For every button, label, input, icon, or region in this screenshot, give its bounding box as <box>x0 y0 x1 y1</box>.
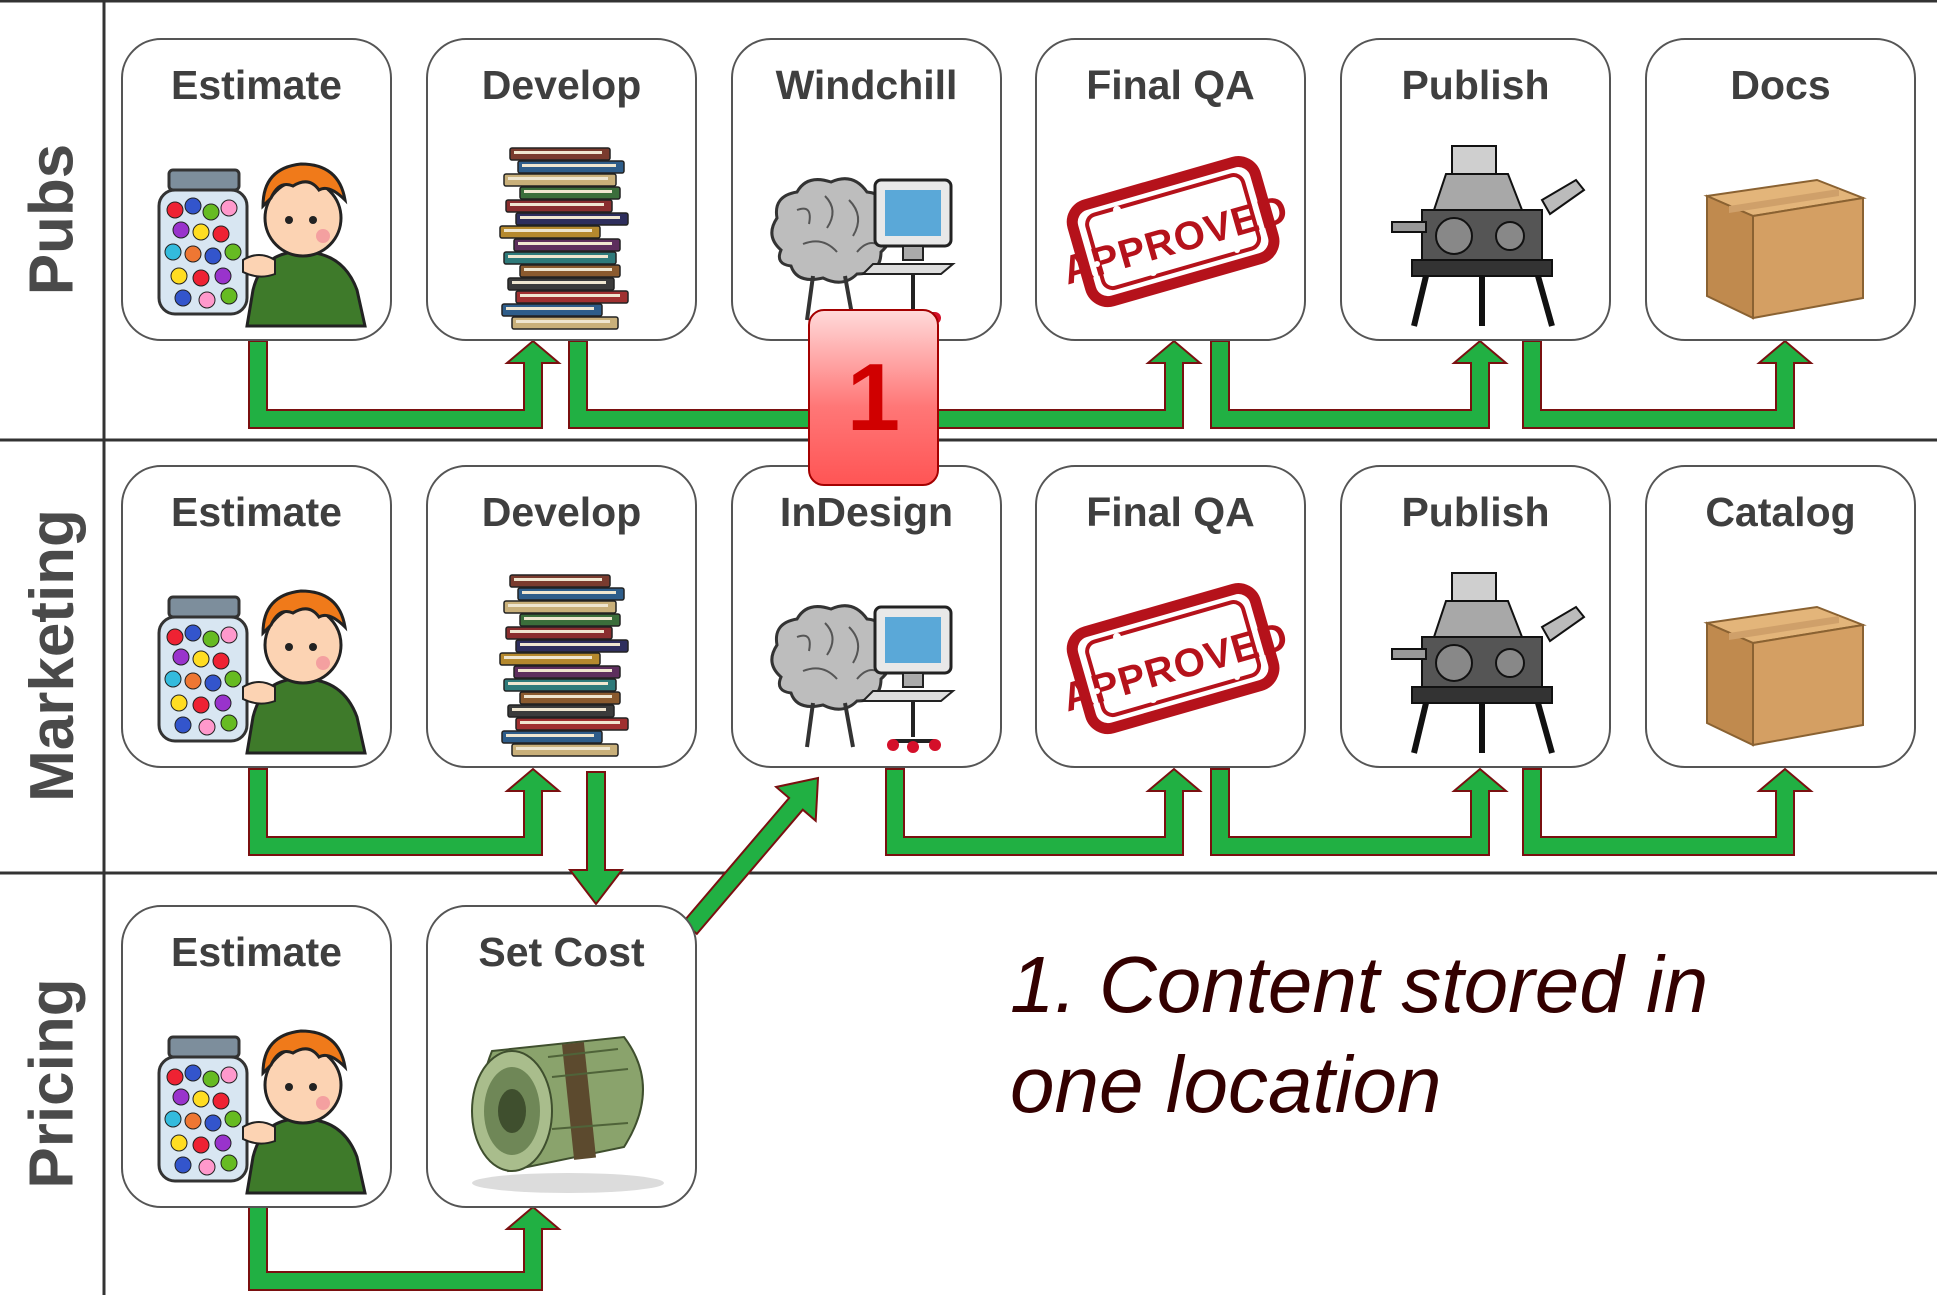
step-label: Set Cost <box>478 929 645 975</box>
printing-press-icon <box>1362 140 1593 330</box>
step-box-pubs-1: Estimate <box>121 38 392 341</box>
arrow-mkt-publish-catalog <box>1522 767 1814 856</box>
step-label: Final QA <box>1086 489 1255 535</box>
cardboard-box-icon <box>1667 140 1898 330</box>
step-box-pubs-3: Windchill <box>731 38 1002 341</box>
step-label: Final QA <box>1086 62 1255 108</box>
step-label: Estimate <box>171 62 342 108</box>
step-box-pubs-5: Publish <box>1340 38 1611 341</box>
annotation-note: 1. Content stored in one location <box>1010 935 1810 1135</box>
annotation-line-2: one location <box>1010 1040 1442 1129</box>
step-label: Docs <box>1730 62 1831 108</box>
arrow-mkt-estimate-develop <box>248 767 562 856</box>
step-label: Publish <box>1401 62 1550 108</box>
lane-label-marketing: Marketing <box>0 439 104 872</box>
book-stack-icon <box>448 140 679 330</box>
jar-guess-icon <box>143 140 374 330</box>
step-box-marketing-4: Final QA APPROVED <box>1035 465 1306 768</box>
arrow-setcost-to-indesign <box>681 776 820 936</box>
step-label: Estimate <box>171 489 342 535</box>
money-roll-icon <box>448 1007 679 1197</box>
printing-press-icon <box>1362 567 1593 757</box>
arrow-pubs-estimate-develop <box>248 339 562 429</box>
step-label: Develop <box>481 62 642 108</box>
step-label: Estimate <box>171 929 342 975</box>
book-stack-icon <box>448 567 679 757</box>
arrow-pubs-publish-docs <box>1522 339 1814 429</box>
step-box-pricing-2: Set Cost <box>426 905 697 1208</box>
step-label: Catalog <box>1705 489 1856 535</box>
cardboard-box-icon <box>1667 567 1898 757</box>
arrow-develop-to-setcost <box>567 771 625 906</box>
step-box-pubs-2: Develop <box>426 38 697 341</box>
lane-title: Pricing <box>17 978 87 1189</box>
approved-stamp-icon: APPROVED <box>1057 567 1288 757</box>
arrow-mkt-indesign-finalqa <box>885 767 1203 856</box>
step-label: Publish <box>1401 489 1550 535</box>
step-box-pubs-6: Docs <box>1645 38 1916 341</box>
step-box-marketing-1: Estimate <box>121 465 392 768</box>
step-label: InDesign <box>779 489 954 535</box>
step-box-marketing-2: Develop <box>426 465 697 768</box>
step-box-marketing-5: Publish <box>1340 465 1611 768</box>
step-box-pubs-4: Final QA APPROVED <box>1035 38 1306 341</box>
annotation-line-1: 1. Content stored in <box>1010 940 1709 1029</box>
callout-badge: 1 <box>808 309 939 486</box>
step-label: Windchill <box>775 62 958 108</box>
lane-label-pubs: Pubs <box>0 0 104 439</box>
jar-guess-icon <box>143 1007 374 1197</box>
step-label: Develop <box>481 489 642 535</box>
lane-label-pricing: Pricing <box>0 872 104 1295</box>
step-box-pricing-1: Estimate <box>121 905 392 1208</box>
arrow-pricing-estimate-setcost <box>248 1205 562 1291</box>
callout-number: 1 <box>846 343 901 451</box>
approved-stamp-icon: APPROVED <box>1057 140 1288 330</box>
jar-guess-icon <box>143 567 374 757</box>
brain-computer-icon <box>753 567 984 757</box>
step-box-marketing-6: Catalog <box>1645 465 1916 768</box>
step-box-marketing-3: InDesign <box>731 465 1002 768</box>
brain-computer-icon <box>753 140 984 330</box>
arrow-mkt-finalqa-publish <box>1210 767 1509 856</box>
lane-title: Marketing <box>17 509 87 802</box>
arrow-pubs-finalqa-publish <box>1210 339 1509 429</box>
lane-title: Pubs <box>17 143 87 296</box>
